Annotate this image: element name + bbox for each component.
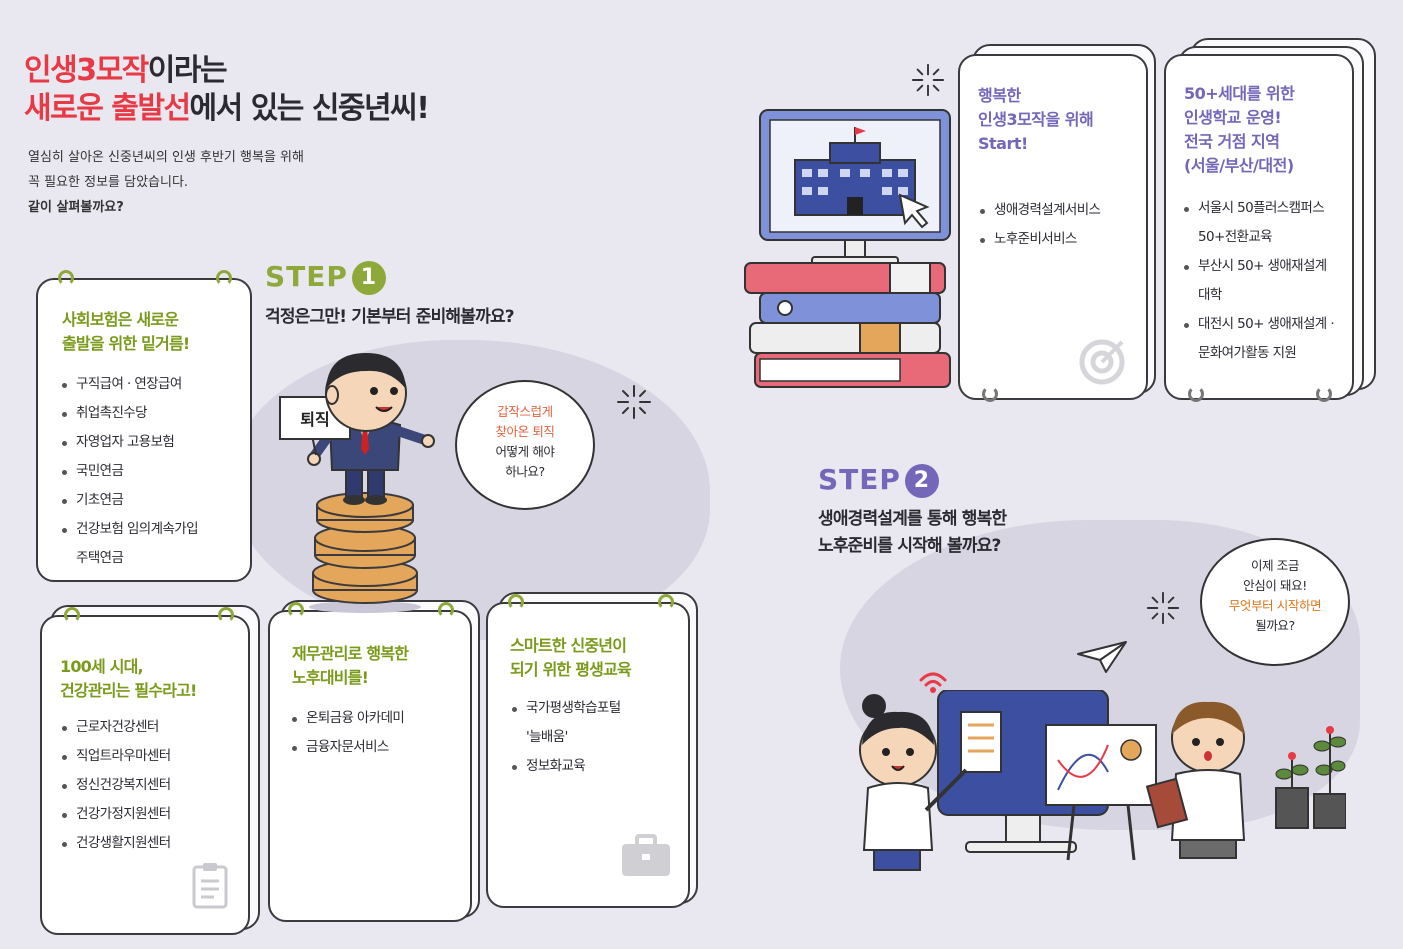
card-start: 행복한 인생3모작을 위해 Start! 생애경력설계서비스 노후준비서비스 <box>958 54 1148 402</box>
sparkle-icon <box>911 63 945 97</box>
card-title: 50+세대를 위한 인생학교 운영! 전국 거점 지역 (서울/부산/대전) <box>1184 84 1295 175</box>
list-item: 직업트라우마센터 <box>60 742 171 771</box>
sparkle-icon <box>617 385 651 419</box>
ring-icon <box>1316 386 1332 402</box>
card-title: 재무관리로 행복한 노후대비를! <box>292 644 409 687</box>
list-item: 국가평생학습포털 <box>510 694 621 723</box>
card-list: 서울시 50플러스캠퍼스 50+전환교육 부산시 50+ 생애재설계 대학 대전… <box>1182 194 1335 368</box>
target-icon <box>1079 339 1125 385</box>
ring-icon <box>982 386 998 402</box>
ring-icon <box>438 602 454 618</box>
speech-bubble-step2: 이제 조금 안심이 돼요! 무엇부터 시작하면 될까요? <box>1200 538 1350 666</box>
ring-icon <box>216 270 232 286</box>
ring-icon <box>288 602 304 618</box>
list-item: 부산시 50+ 생애재설계 <box>1182 252 1334 281</box>
intro-text: 열심히 살아온 신중년씨의 인생 후반기 행복을 위해 꼭 필요한 정보를 담았… <box>28 150 304 215</box>
card-social-insurance: 사회보험은 새로운 출발을 위한 밑거름! 구직급여 · 연장급여 취업촉진수당… <box>36 270 252 582</box>
list-item: 건강생활지원센터 <box>60 829 171 858</box>
list-item: 대전시 50+ 생애재설계 · <box>1182 310 1335 339</box>
sign-text: 퇴직 <box>300 410 329 429</box>
list-item: 건강보험 임의계속가입 <box>60 515 199 544</box>
ring-icon <box>508 594 524 610</box>
card-finance: 재무관리로 행복한 노후대비를! 온퇴금융 아카데미 금융자문서비스 <box>268 602 472 922</box>
briefcase-icon <box>622 834 670 876</box>
retiree-character-illustration: 퇴직 <box>279 353 435 613</box>
card-title: 100세 시대, 건강관리는 필수라고! <box>60 657 197 700</box>
list-item: 기초연금 <box>60 486 198 515</box>
card-title: 사회보험은 새로운 출발을 위한 밑거름! <box>62 310 190 353</box>
headline-line1: 인생3모작이라는 <box>24 53 228 88</box>
card-title: 행복한 인생3모작을 위해 Start! <box>978 86 1094 153</box>
paper-plane-icon <box>1077 641 1127 673</box>
list-item: 건강가정지원센터 <box>60 800 171 829</box>
background-blob <box>230 340 710 640</box>
list-item: 50+전환교육 <box>1198 229 1273 245</box>
step1-question: 걱정은그만! 기본부터 준비해볼까요? <box>265 307 515 327</box>
list-item: 주택연금 <box>76 550 124 566</box>
wifi-icon <box>919 672 947 693</box>
list-item: 구직급여 · 연장급여 <box>60 370 198 399</box>
card-school: 50+세대를 위한 인생학교 운영! 전국 거점 지역 (서울/부산/대전) 서… <box>1164 54 1354 402</box>
counseling-scene-illustration <box>859 690 1346 871</box>
list-item: 서울시 50플러스캠퍼스 <box>1182 194 1334 223</box>
list-item: 정신건강복지센터 <box>60 771 171 800</box>
card-list: 근로자건강센터 직업트라우마센터 정신건강복지센터 건강가정지원센터 건강생활지… <box>60 713 171 858</box>
list-item: 금융자문서비스 <box>290 733 404 762</box>
list-item: 노후준비서비스 <box>978 225 1100 254</box>
headline-line2: 새로운 출발선에서 있는 신중년씨! <box>24 91 430 126</box>
speech-bubble-step1: 갑작스럽게 찾아온 퇴직 어떻게 해야 하나요? <box>455 380 595 510</box>
ring-icon <box>58 270 74 286</box>
sparkle-icon <box>1146 591 1180 625</box>
list-item: 온퇴금융 아카데미 <box>290 704 405 733</box>
card-list: 온퇴금융 아카데미 금융자문서비스 <box>290 704 405 762</box>
headline: 인생3모작이라는 새로운 출발선에서 있는 신중년씨! <box>24 52 430 128</box>
list-item: 문화여가활동 지원 <box>1198 345 1297 361</box>
clipboard-icon <box>192 863 228 909</box>
step2-question: 생애경력설계를 통해 행복한 노후준비를 시작해 볼까요? <box>818 509 1007 556</box>
card-list: 생애경력설계서비스 노후준비서비스 <box>978 196 1101 254</box>
list-item: 국민연금 <box>60 457 198 486</box>
ring-icon <box>218 607 234 623</box>
list-item: '늘배움' <box>526 729 568 745</box>
list-item: 자영업자 고용보험 <box>60 428 198 457</box>
card-list: 국가평생학습포털 '늘배움' 정보화교육 <box>510 694 621 781</box>
list-item: 생애경력설계서비스 <box>978 196 1101 225</box>
ring-icon <box>64 607 80 623</box>
card-title: 스마트한 신중년이 되기 위한 평생교육 <box>510 636 632 679</box>
ring-icon <box>1188 386 1204 402</box>
school-computer-illustration <box>744 109 951 388</box>
ring-icon <box>658 594 674 610</box>
list-item: 대학 <box>1198 287 1222 303</box>
list-item: 정보화교육 <box>510 752 621 781</box>
card-list: 구직급여 · 연장급여 취업촉진수당 자영업자 고용보험 국민연금 기초연금 건… <box>60 370 199 573</box>
card-health: 100세 시대, 건강관리는 필수라고! 근로자건강센터 직업트라우마센터 정신… <box>40 607 250 935</box>
list-item: 근로자건강센터 <box>60 713 171 742</box>
card-education: 스마트한 신중년이 되기 위한 평생교육 국가평생학습포털 '늘배움' 정보화교… <box>486 594 690 908</box>
list-item: 취업촉진수당 <box>60 399 198 428</box>
